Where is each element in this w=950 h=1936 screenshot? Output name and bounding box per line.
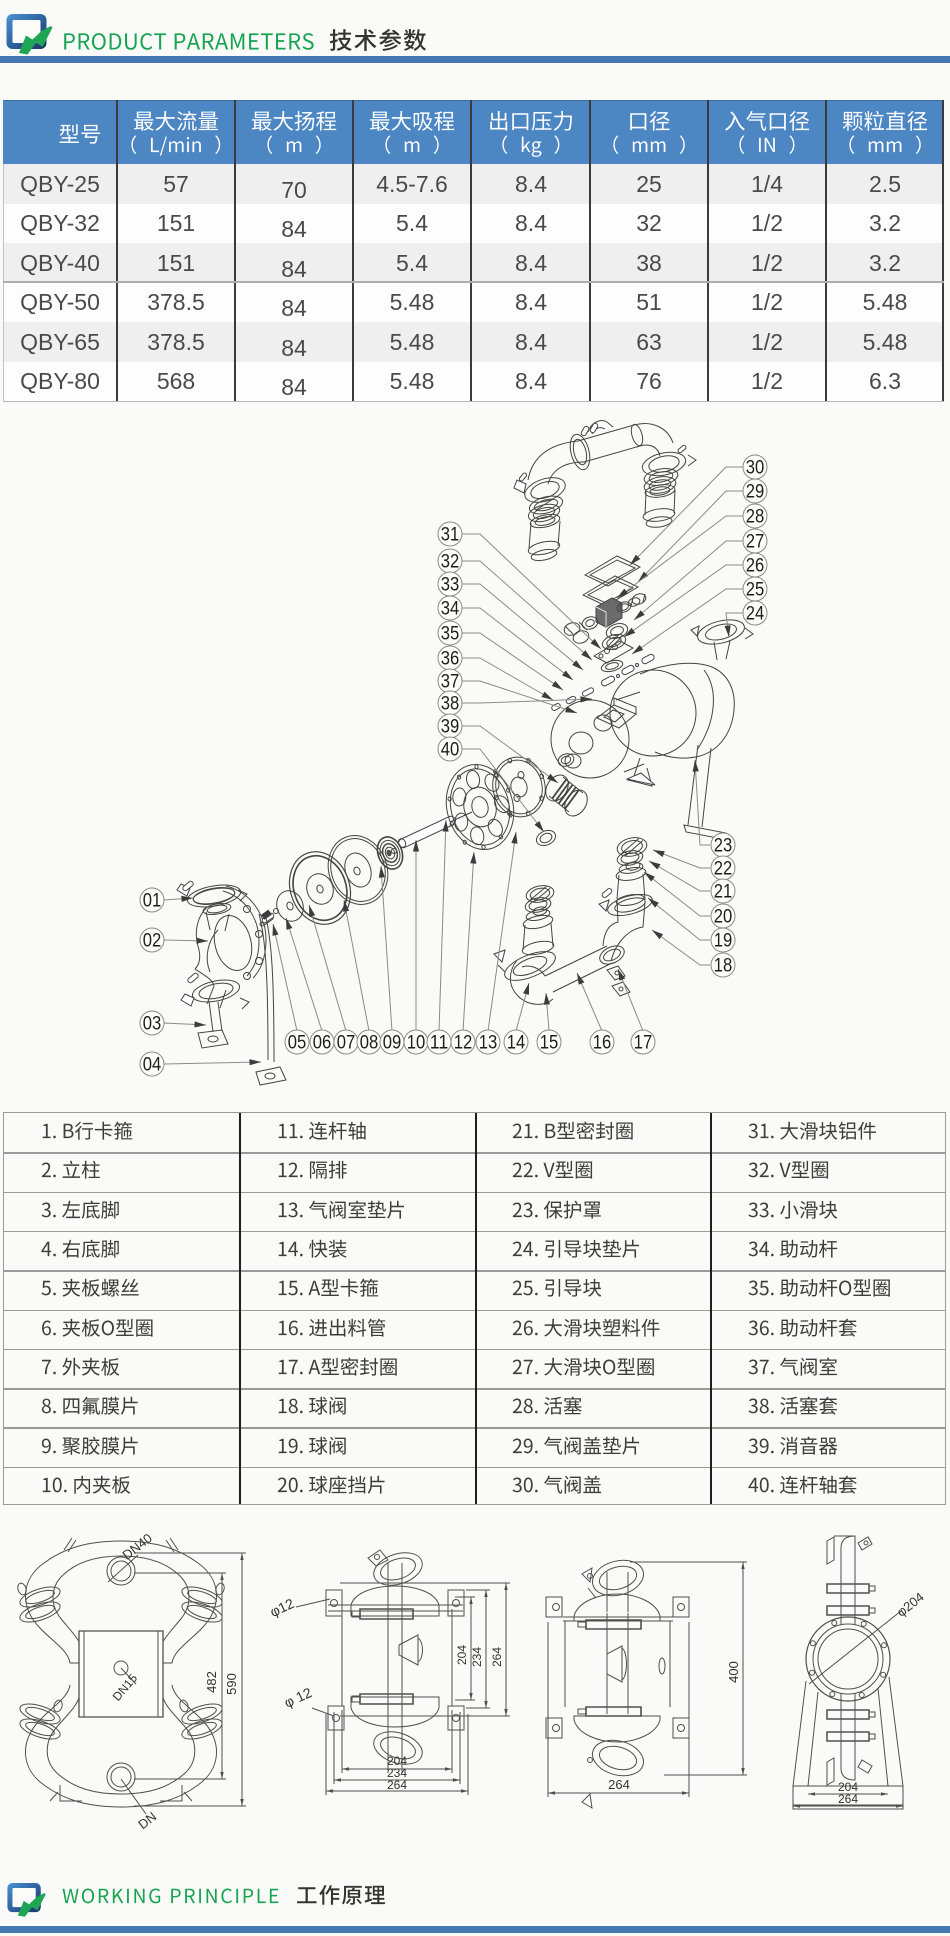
svg-text:15: 15 [540, 1033, 559, 1054]
svg-text:20: 20 [714, 907, 733, 928]
svg-text:23: 23 [714, 836, 733, 857]
svg-text:30: 30 [746, 458, 765, 479]
svg-text:04: 04 [143, 1055, 162, 1076]
svg-text:482: 482 [204, 1671, 219, 1693]
svg-text:400: 400 [726, 1661, 741, 1683]
svg-text:264: 264 [387, 1778, 407, 1792]
svg-text:DN: DN [135, 1809, 159, 1832]
svg-text:DN40: DN40 [120, 1530, 155, 1562]
svg-text:25: 25 [746, 580, 765, 601]
svg-text:26: 26 [746, 556, 765, 577]
svg-text:22: 22 [714, 859, 733, 880]
svg-text:03: 03 [143, 1014, 162, 1035]
svg-text:204: 204 [838, 1780, 858, 1794]
svg-text:07: 07 [337, 1033, 356, 1054]
svg-text:29: 29 [746, 482, 765, 503]
svg-text:37: 37 [441, 672, 460, 693]
svg-text:17: 17 [634, 1033, 653, 1054]
svg-text:264: 264 [490, 1647, 504, 1667]
svg-text:264: 264 [608, 1777, 630, 1792]
svg-text:32: 32 [441, 552, 460, 573]
svg-text:28: 28 [746, 507, 765, 528]
svg-text:13: 13 [479, 1033, 498, 1054]
svg-text:18: 18 [714, 956, 733, 977]
svg-text:φ204: φ204 [894, 1589, 927, 1619]
svg-text:02: 02 [143, 931, 162, 952]
svg-text:05: 05 [288, 1033, 307, 1054]
svg-text:40: 40 [441, 740, 460, 761]
svg-text:19: 19 [714, 931, 733, 952]
svg-text:φ12: φ12 [267, 1595, 296, 1620]
svg-text:16: 16 [593, 1033, 612, 1054]
svg-text:24: 24 [746, 604, 765, 625]
svg-text:01: 01 [143, 891, 162, 912]
svg-text:06: 06 [313, 1033, 332, 1054]
svg-text:38: 38 [441, 694, 460, 715]
svg-text:590: 590 [224, 1673, 239, 1695]
svg-text:08: 08 [360, 1033, 379, 1054]
svg-text:14: 14 [507, 1033, 526, 1054]
svg-text:36: 36 [441, 649, 460, 670]
svg-text:09: 09 [383, 1033, 402, 1054]
svg-text:34: 34 [441, 599, 460, 620]
svg-text:264: 264 [838, 1792, 858, 1806]
svg-text:35: 35 [441, 624, 460, 645]
svg-text:31: 31 [441, 525, 460, 546]
svg-text:φ 12: φ 12 [282, 1684, 315, 1711]
svg-text:11: 11 [430, 1033, 449, 1054]
svg-text:204: 204 [455, 1645, 469, 1665]
svg-text:39: 39 [441, 717, 460, 738]
svg-text:27: 27 [746, 532, 765, 553]
svg-text:12: 12 [454, 1033, 473, 1054]
svg-text:234: 234 [470, 1647, 484, 1667]
svg-text:10: 10 [407, 1033, 426, 1054]
svg-text:33: 33 [441, 575, 460, 596]
svg-text:234: 234 [387, 1766, 407, 1780]
svg-text:21: 21 [714, 882, 733, 903]
svg-text:204: 204 [387, 1754, 407, 1768]
